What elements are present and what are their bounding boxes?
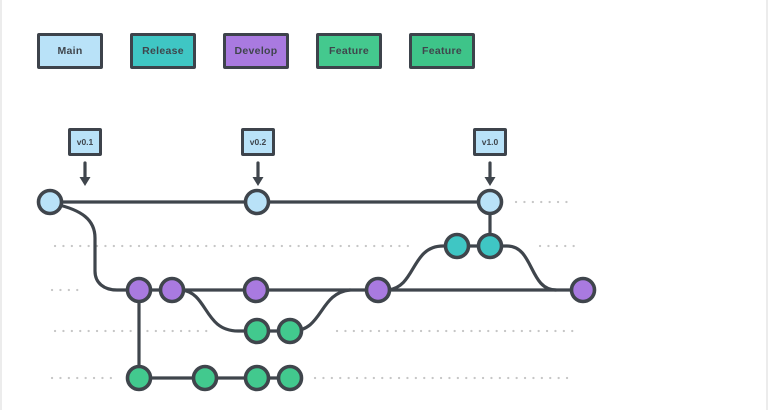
legend-item-release-1: Release xyxy=(130,33,196,69)
legend-item-feature-4: Feature xyxy=(409,33,475,69)
commit-node-feature-14 xyxy=(243,364,271,392)
page-left-edge xyxy=(0,0,2,410)
version-tag-v0.1: v0.1 xyxy=(68,128,102,156)
commit-node-main-2 xyxy=(476,188,504,216)
commit-node-develop-7 xyxy=(242,276,270,304)
legend-item-main-0: Main xyxy=(37,33,103,69)
version-tag-v1.0: v1.0 xyxy=(473,128,507,156)
commit-node-feature-10 xyxy=(243,317,271,345)
commit-node-feature-13 xyxy=(191,364,219,392)
commit-node-develop-9 xyxy=(569,276,597,304)
commit-node-main-0 xyxy=(36,188,64,216)
branch-legend: Main Release Develop Feature Feature xyxy=(37,33,475,69)
commit-node-develop-6 xyxy=(158,276,186,304)
tag-arrow-head-v0.2 xyxy=(252,177,264,186)
release-loop xyxy=(386,244,558,292)
commit-node-develop-5 xyxy=(125,276,153,304)
commit-node-feature-12 xyxy=(125,364,153,392)
commit-node-feature-11 xyxy=(276,317,304,345)
legend-item-develop-2: Develop xyxy=(223,33,289,69)
tag-arrow-head-v0.1 xyxy=(79,177,91,186)
page-right-edge xyxy=(766,0,768,410)
commit-node-release-3 xyxy=(443,232,471,260)
develop-branch-line xyxy=(53,202,585,292)
commit-node-main-1 xyxy=(243,188,271,216)
version-tag-v0.2: v0.2 xyxy=(241,128,275,156)
commit-node-develop-8 xyxy=(364,276,392,304)
commit-node-release-4 xyxy=(476,232,504,260)
tag-arrow-head-v1.0 xyxy=(484,177,496,186)
legend-item-feature-3: Feature xyxy=(316,33,382,69)
commit-node-feature-15 xyxy=(276,364,304,392)
